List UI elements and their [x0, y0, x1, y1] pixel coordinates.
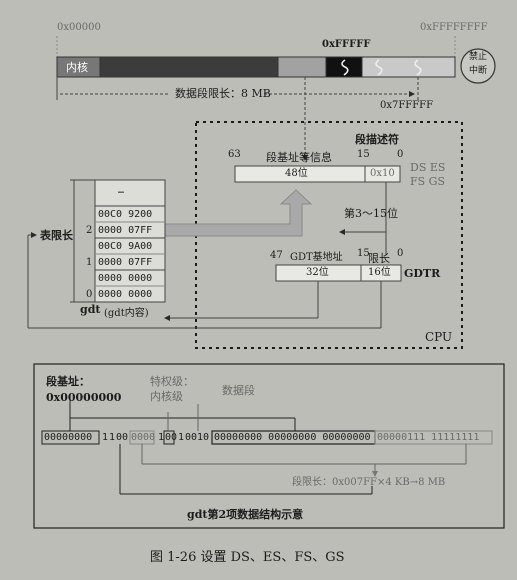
- segment-registers: DS ES: [410, 161, 446, 174]
- gdt-row: 0000 07FF: [98, 257, 153, 268]
- base-value: 0x00000000: [46, 391, 122, 404]
- bits-p: 1: [158, 432, 165, 443]
- gdtr-limit-label: 限长: [368, 252, 390, 265]
- selector-field: [364, 165, 401, 183]
- gdt-index: 2: [86, 225, 93, 236]
- bit-label: 63: [228, 149, 241, 160]
- gdt-row: 0000 07FF: [98, 225, 153, 236]
- bits-type: 0010: [185, 432, 210, 443]
- addr-7fffff: 0x7FFFFF: [380, 100, 434, 111]
- field-32-label: 32位: [306, 267, 329, 278]
- break-mark: [414, 59, 422, 76]
- bits-limit: 00000111 11111111: [377, 432, 480, 443]
- bits-base-high: 00000000 00000000 00000000: [214, 432, 371, 443]
- break-mark: [375, 59, 383, 76]
- addr-end: 0xFFFFFFFF: [420, 22, 488, 33]
- bits-3-15-label: 第3～15位: [344, 207, 398, 220]
- bits-db: 1: [109, 432, 116, 443]
- segment-limit-text: 数据段限长：8 MB: [175, 87, 271, 100]
- gdt-index: 1: [86, 257, 93, 268]
- segment-registers: FS GS: [410, 175, 445, 188]
- forbidden-label: 中断: [469, 66, 488, 76]
- gdt-row: 00C0 9200: [98, 209, 153, 220]
- gdt-table: [70, 179, 166, 303]
- base-label: 段基址：: [46, 375, 90, 388]
- cpu-label: CPU: [425, 330, 453, 344]
- privilege-label: 内核级: [150, 390, 183, 403]
- bit-label: 47: [270, 250, 283, 261]
- gdt-row: 00C0 9A00: [98, 241, 153, 252]
- bit-label: 15: [357, 248, 370, 259]
- bits-s: 1: [178, 432, 185, 443]
- limit-calc: 段限长：0x007FF×4 KB→8 MB: [292, 477, 446, 488]
- load-arrow: [164, 189, 313, 237]
- bit-label: 0: [397, 248, 404, 259]
- descriptor-title: 段描述符: [355, 133, 399, 146]
- table-limit-label: 表限长: [40, 229, 73, 242]
- gdt-row: 0000 0000: [98, 289, 153, 300]
- field-48-label: 48位: [285, 168, 308, 179]
- data-seg-label: 数据段: [222, 384, 255, 397]
- addr-ffff: 0xFFFFF: [322, 39, 371, 50]
- gdt-label: gdt: [80, 303, 101, 316]
- figure-caption: 图 1-26 设置 DS、ES、FS、GS: [150, 550, 345, 565]
- structure-caption: gdt第2项数据结构示意: [187, 508, 304, 521]
- gdt-dots: …: [118, 185, 125, 196]
- structure-box: [33, 363, 505, 529]
- kernel-label: 内核: [66, 61, 88, 74]
- bits-mid: 0000: [131, 432, 156, 443]
- gdtr-name: GDTR: [404, 267, 441, 280]
- privilege-label: 特权级：: [150, 375, 194, 388]
- bit-label: 0: [397, 149, 404, 160]
- addr-start: 0x00000: [57, 22, 101, 33]
- base-info-label: 段基址等信息: [266, 151, 332, 164]
- memory-bar: [56, 36, 496, 100]
- gdt-content-label: (gdt内容): [104, 308, 149, 319]
- bits-dpl: 00: [165, 432, 178, 443]
- break-mark: [341, 59, 349, 76]
- no-interrupt-circle: [460, 48, 496, 84]
- bit-label: 15: [357, 149, 370, 160]
- mapped-segment: [99, 56, 279, 78]
- bits-zero: 00: [116, 432, 129, 443]
- extended-segment: [361, 56, 456, 78]
- gdtr-base-label: GDT基地址: [290, 252, 343, 263]
- selector-value: 0x10: [370, 168, 395, 179]
- gdt-index: 0: [86, 289, 93, 300]
- gdt-row: 0000 0000: [98, 273, 153, 284]
- bits-g: 1: [102, 432, 109, 443]
- free-segment: [277, 56, 327, 78]
- bits-base-low: 00000000: [44, 432, 93, 443]
- field-16-label: 16位: [368, 267, 391, 278]
- forbidden-label: 禁止: [469, 52, 488, 62]
